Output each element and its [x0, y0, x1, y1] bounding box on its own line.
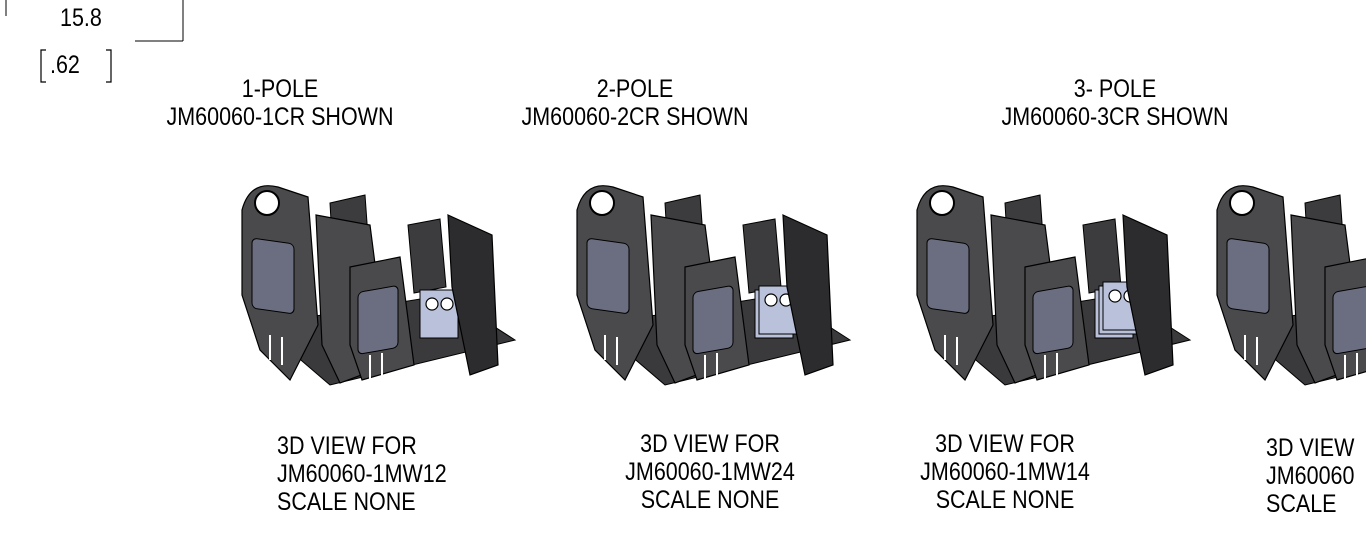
caption-line: 3D VIEW FOR: [935, 430, 1075, 458]
terminal-screw: [764, 293, 778, 307]
terminal-screw: [1108, 289, 1122, 303]
caption-1: 3D VIEW FOR JM60060-1MW12 SCALE NONE: [277, 432, 447, 516]
fuse-block-render-2-pole: [576, 185, 852, 386]
end-plate-right: [1122, 214, 1174, 376]
foot-slots: [604, 335, 718, 381]
part-shown: JM60060-3CR SHOWN: [1001, 103, 1229, 131]
mounting-hole: [589, 190, 615, 216]
mounting-hole: [1229, 190, 1255, 216]
end-plate-right: [782, 214, 834, 376]
caption-line: JM60060-1MW12: [277, 460, 447, 488]
caption-3: 3D VIEW FOR JM60060-1MW14 SCALE NONE: [906, 430, 1104, 514]
pole-title: 3- POLE: [1073, 75, 1157, 103]
terminal-block: [419, 289, 459, 339]
caption-line: 3D VIEW: [1266, 434, 1355, 462]
caption-line: JM60060-1MW24: [625, 458, 795, 486]
label-window: [1332, 285, 1366, 355]
pole-title-1: 1-POLE JM60060-1CR SHOWN: [164, 75, 396, 131]
caption-line: 3D VIEW FOR: [277, 432, 417, 460]
caption-line: JM60060-1MW14: [920, 458, 1090, 486]
label-window: [251, 238, 295, 314]
label-window: [357, 285, 399, 355]
dimension-imperial: .62: [50, 51, 80, 79]
caption-4: 3D VIEW JM60060 SCALE: [1266, 434, 1354, 518]
terminal-screw: [425, 297, 439, 311]
part-shown: JM60060-1CR SHOWN: [166, 103, 394, 131]
label-window: [1032, 285, 1074, 355]
mounting-hole: [254, 190, 280, 216]
caption-2: 3D VIEW FOR JM60060-1MW24 SCALE NONE: [607, 430, 813, 514]
caption-line: SCALE: [1266, 490, 1337, 518]
caption-line: SCALE NONE: [935, 486, 1075, 514]
label-window: [1226, 238, 1270, 314]
caption-line: SCALE NONE: [640, 486, 780, 514]
caption-line: SCALE NONE: [277, 488, 416, 516]
fuse-clip: [742, 218, 782, 294]
label-window: [586, 238, 630, 314]
caption-line: 3D VIEW FOR: [640, 430, 780, 458]
label-window: [692, 285, 734, 355]
fuse-block-render-1-pole: [241, 185, 517, 386]
pole-title-3: 3- POLE JM60060-3CR SHOWN: [995, 75, 1236, 131]
part-shown: JM60060-2CR SHOWN: [521, 103, 749, 131]
label-window: [926, 238, 970, 314]
pole-title-2: 2-POLE JM60060-2CR SHOWN: [515, 75, 756, 131]
end-plate-right: [447, 214, 499, 376]
fuse-block-render-partial: [1216, 185, 1366, 386]
dimension-metric: 15.8: [60, 4, 102, 32]
foot-slots: [269, 335, 383, 381]
pole-title: 1-POLE: [241, 75, 319, 103]
fuse-block-render-3-pole: [916, 185, 1192, 386]
foot-slots: [1244, 335, 1358, 381]
caption-line: JM60060: [1266, 462, 1355, 490]
mounting-hole: [929, 190, 955, 216]
fuse-clip: [407, 218, 447, 294]
pole-title: 2-POLE: [596, 75, 674, 103]
terminal-screw: [440, 297, 454, 311]
foot-slots: [944, 335, 1058, 381]
